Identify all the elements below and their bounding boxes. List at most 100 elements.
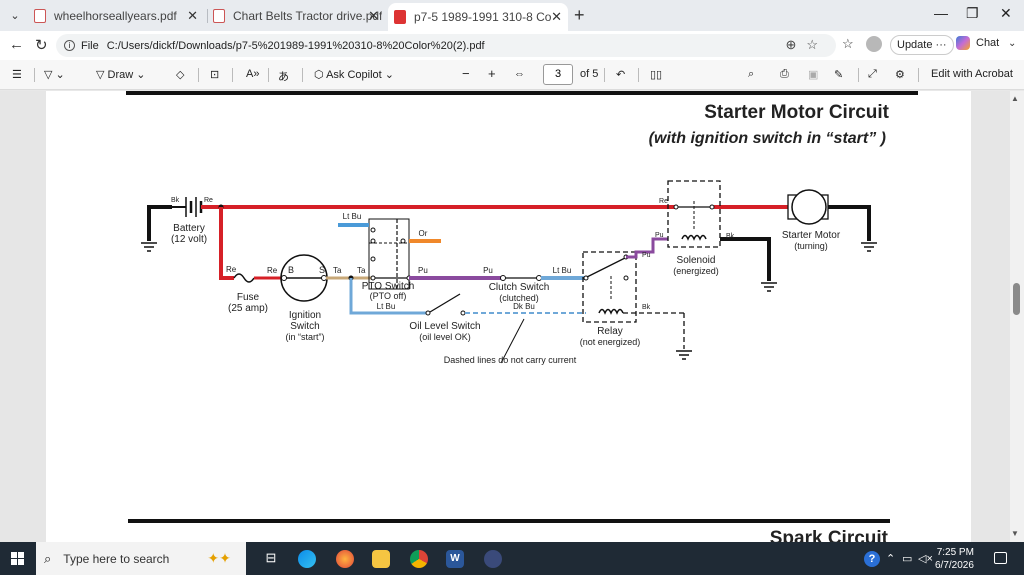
new-tab-plus-icon[interactable]: + xyxy=(574,5,585,25)
zoom-out-icon[interactable]: − xyxy=(462,66,470,81)
page-number-input[interactable]: 3 xyxy=(543,64,573,85)
ignition-terminal xyxy=(281,275,287,281)
tab-actions-chevron-icon[interactable]: ⌄ xyxy=(10,10,20,22)
tab-separator xyxy=(207,9,208,23)
close-icon[interactable]: ✕ xyxy=(368,8,379,23)
windows-start-icon[interactable] xyxy=(11,552,24,565)
wire-label: Ta xyxy=(333,266,342,275)
page-title: Starter Motor Circuit xyxy=(704,102,889,123)
tab-p7-5-active[interactable]: p7-5 1989-1991 310-8 Color (2).pdf ✕ xyxy=(388,3,568,31)
purple-wire-solenoid xyxy=(626,237,668,259)
toolbar-divider xyxy=(918,68,919,82)
refresh-icon[interactable]: ↻ xyxy=(35,37,48,54)
pto-contact xyxy=(370,238,376,244)
fuse-label: Fuse xyxy=(237,292,260,303)
highlight-icon[interactable]: ▽ ⌄ xyxy=(44,69,65,81)
fullscreen-icon[interactable]: ⤢ xyxy=(868,68,877,80)
toolbar-divider xyxy=(604,68,605,82)
search-icon[interactable]: ⌕ xyxy=(748,68,755,80)
file-explorer-icon[interactable] xyxy=(372,550,390,568)
chevron-down-icon[interactable]: ⌄ xyxy=(1008,38,1017,49)
draw-button[interactable]: ▽ Draw ⌄ xyxy=(96,69,146,81)
word-icon[interactable]: W xyxy=(446,550,464,568)
help-icon[interactable]: ? xyxy=(864,551,880,567)
volume-icon[interactable]: ◁× xyxy=(918,553,933,565)
address-bar-row: ← ↻ i File C:/Users/dickf/Downloads/p7-5… xyxy=(0,31,1024,60)
oil-level-switch-symbol xyxy=(429,293,461,313)
text-box-icon[interactable]: ⊡ xyxy=(210,69,220,81)
pto-contact xyxy=(370,275,376,281)
info-icon[interactable]: i xyxy=(64,40,75,51)
scrollbar-thumb[interactable] xyxy=(1013,283,1020,315)
starter-ground-wire xyxy=(828,205,871,241)
battery-icon[interactable]: ▭ xyxy=(902,553,913,565)
save-icon[interactable]: ▣ xyxy=(808,69,819,81)
favorites-icon[interactable]: ☆ xyxy=(842,36,854,51)
print-icon[interactable]: ⎙ xyxy=(780,68,789,80)
pdf-icon xyxy=(34,9,46,23)
copilot-icon xyxy=(956,36,970,50)
wire-label: Bk xyxy=(171,197,180,204)
back-arrow-icon[interactable]: ← xyxy=(9,36,24,53)
notifications-icon[interactable] xyxy=(994,552,1007,564)
contents-icon[interactable]: ☰ xyxy=(12,69,22,81)
address-input[interactable]: i File C:/Users/dickf/Downloads/p7-5%201… xyxy=(56,34,836,57)
firefox-icon[interactable] xyxy=(336,550,354,568)
zoom-in-icon[interactable]: + xyxy=(488,66,496,81)
erase-icon[interactable]: ◇ xyxy=(176,69,185,81)
callout-line xyxy=(500,318,525,364)
pdf-page: Starter Motor Circuit (with ignition swi… xyxy=(46,91,971,542)
pto-switch-label: PTO Switch xyxy=(362,281,415,292)
relay-state-label: (not energized) xyxy=(580,337,641,347)
ask-copilot-button[interactable]: ⬡ Ask Copilot ⌄ xyxy=(314,69,394,81)
minimize-icon[interactable]: — xyxy=(934,5,948,21)
taskbar-clock[interactable]: 7:25 PM 6/7/2026 xyxy=(935,546,974,572)
taskbar-search-input[interactable]: ⌕ Type here to search ✦✦ xyxy=(36,542,246,575)
zoom-favorite-icons[interactable]: ⊕☆ xyxy=(785,37,828,52)
scroll-up-arrow-icon[interactable]: ▲ xyxy=(1011,94,1019,103)
close-icon[interactable]: ✕ xyxy=(187,8,198,23)
copilot-chat-button[interactable]: Chat xyxy=(956,36,999,50)
vertical-scrollbar[interactable] xyxy=(1010,91,1024,542)
update-button[interactable]: Update ··· xyxy=(890,35,954,55)
page-view-icon[interactable]: ▯▯ xyxy=(650,69,663,81)
rotate-icon[interactable]: ↶ xyxy=(616,69,626,81)
fit-width-icon[interactable]: ⇔ xyxy=(514,68,525,80)
edge-icon[interactable] xyxy=(298,550,316,568)
solenoid-box xyxy=(667,180,721,248)
bottom-rule xyxy=(128,519,890,523)
show-hidden-icons-icon[interactable]: ⌃ xyxy=(886,553,896,565)
profile-avatar[interactable] xyxy=(866,36,882,52)
pto-contact xyxy=(370,256,376,262)
restore-icon[interactable]: ❐ xyxy=(966,5,979,21)
tab-wheelhorse[interactable]: wheelhorseallyears.pdf ✕ xyxy=(34,3,204,29)
app-icon[interactable] xyxy=(484,550,502,568)
dashed-line-note: Dashed lines do not carry current xyxy=(444,355,577,365)
task-view-icon[interactable]: ⊟ xyxy=(265,550,277,565)
starter-state-label: (turning) xyxy=(794,241,828,251)
light-blue-wire-lower xyxy=(349,278,428,315)
ignition-label-2: Switch xyxy=(290,321,319,332)
chrome-icon[interactable] xyxy=(410,550,428,568)
settings-gear-icon[interactable]: ⚙ xyxy=(895,69,905,81)
close-icon[interactable]: ✕ xyxy=(551,9,562,24)
edit-with-acrobat-button[interactable]: Edit with Acrobat xyxy=(931,68,1013,80)
wire-label: Pu xyxy=(418,266,428,275)
wire-label: Re xyxy=(659,198,668,205)
read-aloud-icon[interactable]: A» xyxy=(246,68,260,80)
oil-switch-label: Oil Level Switch xyxy=(409,321,480,332)
tab-chart-belts[interactable]: Chart Belts Tractor drive.pdf ✕ xyxy=(213,3,385,29)
window-close-icon[interactable]: ✕ xyxy=(1000,5,1012,21)
translate-icon[interactable]: あ xyxy=(278,71,289,83)
wire-label: Pu xyxy=(483,266,493,275)
solenoid-contact xyxy=(673,204,679,210)
solenoid-ground-wire xyxy=(720,237,771,281)
clutch-state-label: (clutched) xyxy=(499,293,539,303)
scroll-down-arrow-icon[interactable]: ▼ xyxy=(1011,529,1019,538)
ignition-label: Ignition xyxy=(289,310,321,321)
save-as-icon[interactable]: ✎ xyxy=(834,69,844,81)
oil-state-label: (oil level OK) xyxy=(419,332,471,342)
toolbar-divider xyxy=(198,68,199,82)
search-icon: ⌕ xyxy=(44,550,52,566)
oil-contact xyxy=(425,310,431,316)
